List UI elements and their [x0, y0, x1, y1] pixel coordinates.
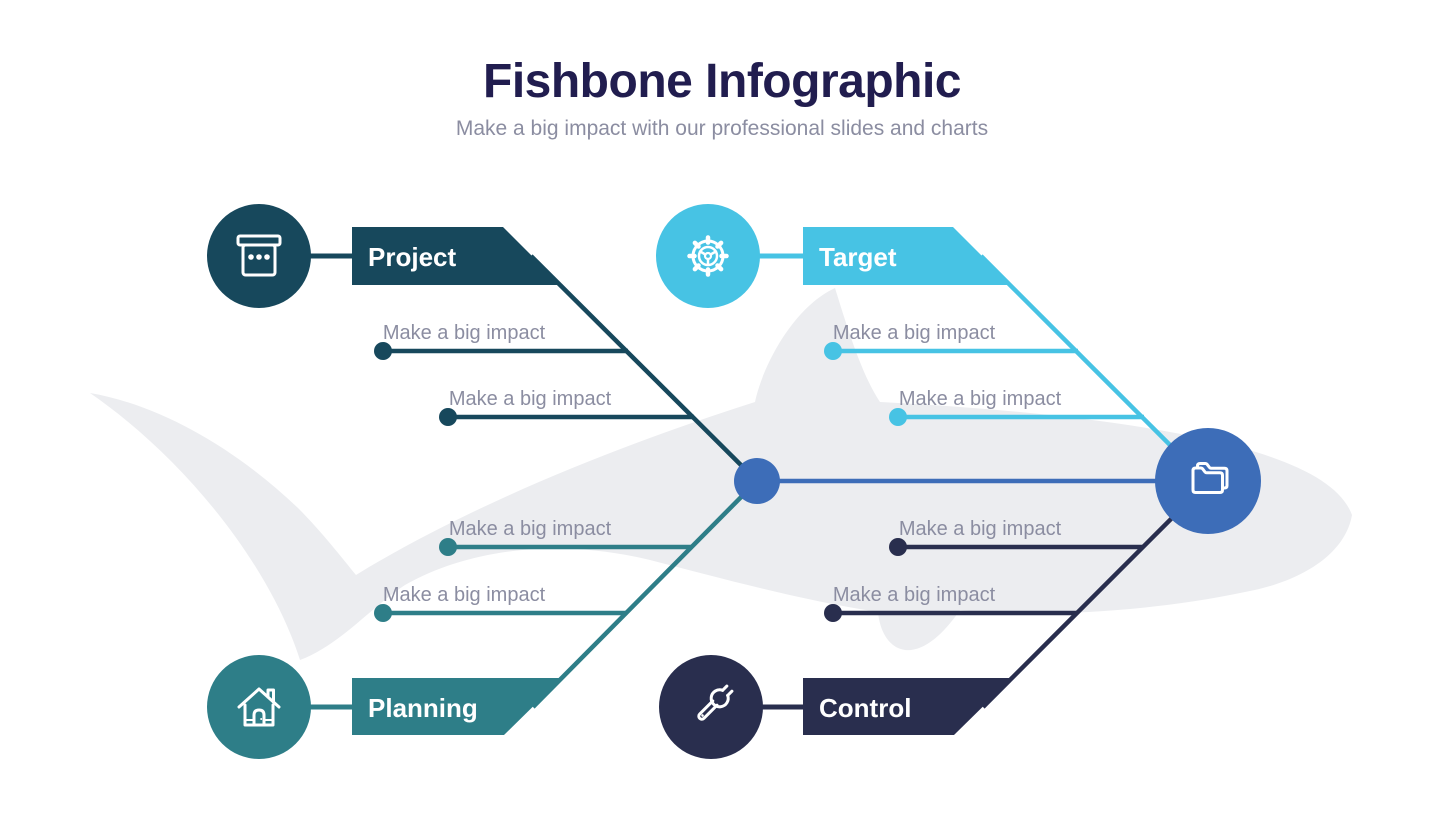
- gear-steering-icon: [687, 235, 729, 277]
- sub-item-label: Make a big impact: [899, 518, 1062, 540]
- planning-sub-item-2: Make a big impact: [374, 584, 627, 622]
- planning-circle: [207, 655, 311, 759]
- house-icon: [237, 687, 281, 727]
- sub-item-dot: [824, 342, 842, 360]
- planning-banner: [352, 678, 562, 735]
- sub-item-label: Make a big impact: [833, 584, 996, 606]
- sub-item-label: Make a big impact: [449, 518, 612, 540]
- sub-item-dot: [439, 538, 457, 556]
- planning-banner-label: Planning: [368, 693, 478, 723]
- folder-icon: [1191, 462, 1229, 494]
- project-sub-item-2: Make a big impact: [439, 388, 694, 426]
- sub-item-label: Make a big impact: [833, 322, 996, 344]
- target-circle: [656, 204, 760, 308]
- target-banner-label: Target: [819, 242, 897, 272]
- control-branch-line: [981, 495, 1195, 709]
- planning-branch-line: [531, 476, 762, 709]
- sub-item-dot: [824, 604, 842, 622]
- control-sub-item-2: Make a big impact: [824, 584, 1077, 622]
- target-banner: [803, 227, 1011, 285]
- sub-item-dot: [889, 408, 907, 426]
- sub-item-label: Make a big impact: [449, 388, 612, 410]
- project-banner: [352, 227, 561, 285]
- sub-item-label: Make a big impact: [383, 322, 546, 344]
- project-branch-line: [529, 254, 762, 486]
- sub-item-label: Make a big impact: [899, 388, 1062, 410]
- project-banner-label: Project: [368, 242, 456, 272]
- folder-front: [1191, 466, 1224, 494]
- spine-junction-node: [734, 458, 780, 504]
- target-branch-line: [979, 254, 1195, 470]
- control-circle: [659, 655, 763, 759]
- sub-item-dot: [439, 408, 457, 426]
- planning-sub-item-1: Make a big impact: [439, 518, 692, 556]
- sub-item-dot: [889, 538, 907, 556]
- page-title: Fishbone Infographic: [483, 55, 961, 108]
- sub-item-label: Make a big impact: [383, 584, 546, 606]
- project-sub-item-1: Make a big impact: [374, 322, 628, 360]
- wrench-icon: [697, 684, 734, 721]
- control-sub-item-1: Make a big impact: [889, 518, 1143, 556]
- control-banner: [803, 678, 1012, 735]
- page-subtitle: Make a big impact with our professional …: [456, 117, 988, 140]
- presentation-box-icon: [236, 234, 282, 277]
- sub-item-dot: [374, 342, 392, 360]
- target-sub-item-1: Make a big impact: [824, 322, 1078, 360]
- shark-silhouette: [90, 288, 1352, 660]
- folder-back: [1196, 462, 1229, 490]
- target-sub-item-2: Make a big impact: [889, 388, 1144, 426]
- sub-item-dot: [374, 604, 392, 622]
- control-banner-label: Control: [819, 693, 911, 723]
